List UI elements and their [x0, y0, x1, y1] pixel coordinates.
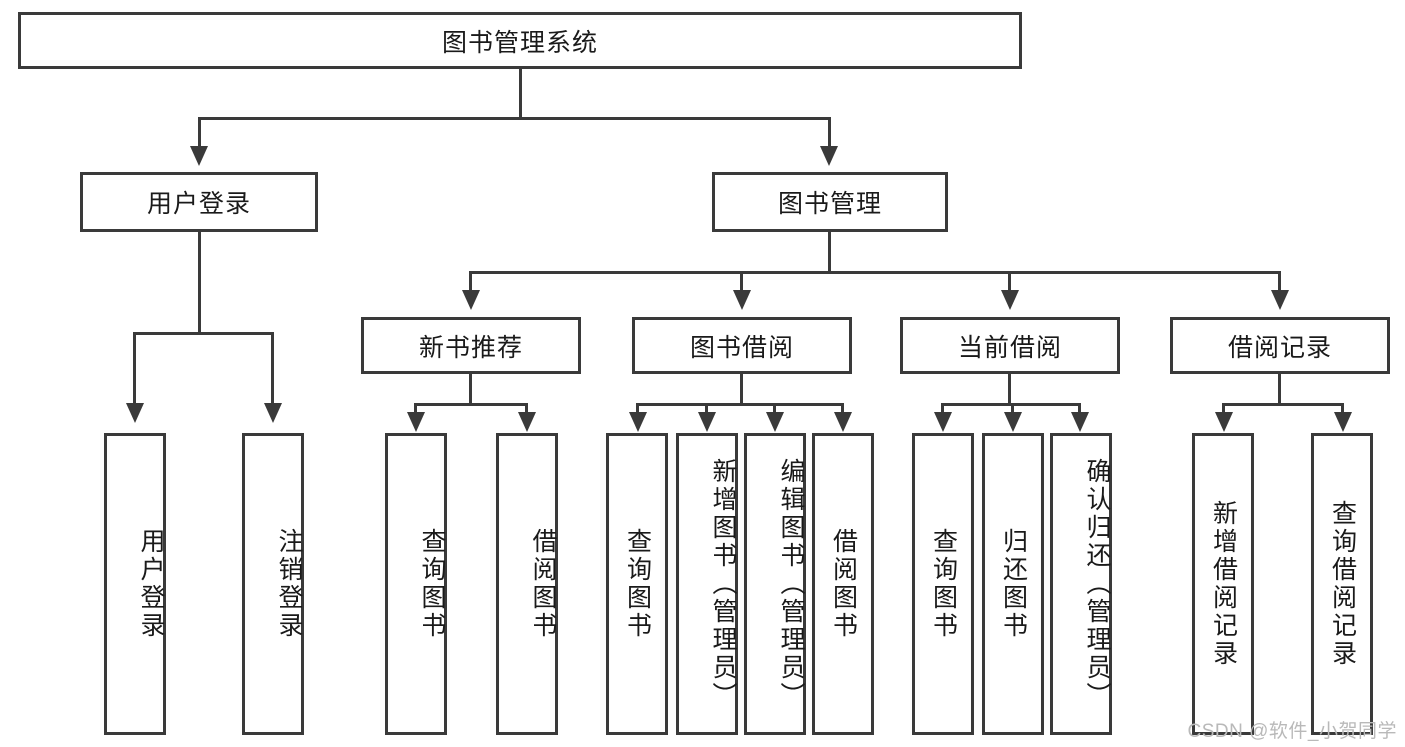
node-new-book-recommend[interactable]: 新书推荐 — [361, 317, 581, 374]
csdn-watermark: CSDN @软件_小贺同学 — [1187, 721, 1397, 742]
node-borrow-record[interactable]: 借阅记录 — [1170, 317, 1390, 374]
arrow-current-to-leaf3 — [1071, 412, 1089, 432]
arrow-newbook-to-leaf1 — [407, 412, 425, 432]
leaf-logout[interactable]: 注销登录 — [242, 433, 304, 735]
node-current-borrow[interactable]: 当前借阅 — [900, 317, 1120, 374]
leaf-query-book-borrow[interactable]: 查询图书 — [606, 433, 668, 735]
edge-bookmgmt-to-record — [1278, 271, 1281, 301]
edge-login-bus — [133, 332, 274, 335]
node-label: 图书管理 — [777, 190, 882, 218]
node-label: 确认归还（管理员） — [1083, 458, 1111, 710]
leaf-return-book[interactable]: 归还图书 — [982, 433, 1044, 735]
leaf-edit-book-admin[interactable]: 编辑图书（管理员） — [744, 433, 806, 735]
node-label: 归还图书 — [999, 528, 1028, 640]
node-label: 查询图书 — [418, 528, 446, 640]
node-label: 图书管理系统 — [441, 28, 598, 57]
edge-current-stem — [1008, 374, 1011, 404]
edge-login-stem — [198, 232, 201, 332]
arrow-newbook-to-leaf2 — [518, 412, 536, 432]
edge-login-to-leaf1 — [133, 332, 136, 404]
edge-current-to-leaf2 — [1011, 403, 1014, 415]
leaf-borrow-book[interactable]: 借阅图书 — [812, 433, 874, 735]
node-label: 图书借阅 — [689, 333, 794, 362]
arrow-bookmgmt-to-borrow — [733, 290, 751, 310]
node-label: 编辑图书（管理员） — [777, 458, 805, 710]
edge-borrow-to-leaf1 — [636, 403, 639, 415]
edge-bookmgmt-bus — [469, 271, 1281, 274]
edge-borrow-to-leaf2 — [705, 403, 708, 415]
arrow-bookmgmt-to-newbook — [462, 290, 480, 310]
node-root-system[interactable]: 图书管理系统 — [18, 12, 1022, 69]
leaf-query-borrow-record[interactable]: 查询借阅记录 — [1311, 433, 1373, 735]
edge-newbook-to-leaf1 — [414, 403, 417, 415]
node-label: 用户登录 — [137, 528, 165, 640]
edge-bookmgmt-to-newbook — [469, 271, 472, 301]
arrow-root-to-bookmgmt — [820, 146, 838, 166]
leaf-user-login[interactable]: 用户登录 — [104, 433, 166, 735]
arrow-record-to-leaf1 — [1215, 412, 1233, 432]
edge-record-stem — [1278, 374, 1281, 404]
edge-current-to-leaf1 — [941, 403, 944, 415]
node-label: 借阅图书 — [829, 528, 858, 640]
edge-borrow-bus — [636, 403, 843, 406]
node-label: 新增图书（管理员） — [709, 458, 737, 710]
edge-root-to-bookmgmt — [828, 117, 831, 147]
arrow-current-to-leaf1 — [934, 412, 952, 432]
node-label: 用户登录 — [146, 190, 251, 218]
edge-record-bus — [1222, 403, 1344, 406]
leaf-add-book-admin[interactable]: 新增图书（管理员） — [676, 433, 738, 735]
leaf-confirm-return-admin[interactable]: 确认归还（管理员） — [1050, 433, 1112, 735]
edge-bookmgmt-stem — [828, 232, 831, 272]
edge-borrow-stem — [740, 374, 743, 404]
edge-newbook-bus — [414, 403, 528, 406]
edge-newbook-to-leaf2 — [525, 403, 528, 415]
arrow-borrow-to-leaf4 — [834, 412, 852, 432]
edge-current-to-leaf3 — [1078, 403, 1081, 415]
edge-root-stem — [519, 69, 522, 117]
arrow-record-to-leaf2 — [1334, 412, 1352, 432]
leaf-borrow-book-recommend[interactable]: 借阅图书 — [496, 433, 558, 735]
node-book-management[interactable]: 图书管理 — [712, 172, 948, 232]
arrow-bookmgmt-to-current — [1001, 290, 1019, 310]
leaf-query-book-current[interactable]: 查询图书 — [912, 433, 974, 735]
edge-login-to-leaf2 — [271, 332, 274, 404]
arrow-login-to-leaf2 — [264, 403, 282, 423]
leaf-query-book-recommend[interactable]: 查询图书 — [385, 433, 447, 735]
node-label: 注销登录 — [275, 528, 303, 640]
node-label: 查询图书 — [623, 528, 652, 640]
arrow-root-to-login — [190, 146, 208, 166]
node-label: 借阅记录 — [1227, 333, 1332, 362]
arrow-borrow-to-leaf2 — [698, 412, 716, 432]
edge-bookmgmt-to-borrow — [740, 271, 743, 301]
node-book-borrow[interactable]: 图书借阅 — [632, 317, 852, 374]
node-label: 查询借阅记录 — [1328, 500, 1357, 668]
node-label: 借阅图书 — [529, 528, 557, 640]
edge-borrow-to-leaf3 — [773, 403, 776, 415]
arrow-borrow-to-leaf3 — [766, 412, 784, 432]
arrow-bookmgmt-to-record — [1271, 290, 1289, 310]
edge-bookmgmt-to-current — [1008, 271, 1011, 301]
leaf-add-borrow-record[interactable]: 新增借阅记录 — [1192, 433, 1254, 735]
edge-borrow-to-leaf4 — [841, 403, 844, 415]
edge-root-bus — [198, 117, 831, 120]
node-user-login[interactable]: 用户登录 — [80, 172, 318, 232]
arrow-borrow-to-leaf1 — [629, 412, 647, 432]
arrow-current-to-leaf2 — [1004, 412, 1022, 432]
node-label: 查询图书 — [929, 528, 958, 640]
node-label: 新增借阅记录 — [1209, 500, 1238, 668]
node-label: 当前借阅 — [957, 333, 1062, 362]
node-label: 新书推荐 — [418, 333, 523, 362]
arrow-login-to-leaf1 — [126, 403, 144, 423]
edge-record-to-leaf1 — [1222, 403, 1225, 415]
edge-root-to-login — [198, 117, 201, 147]
edge-newbook-stem — [469, 374, 472, 404]
edge-record-to-leaf2 — [1341, 403, 1344, 415]
